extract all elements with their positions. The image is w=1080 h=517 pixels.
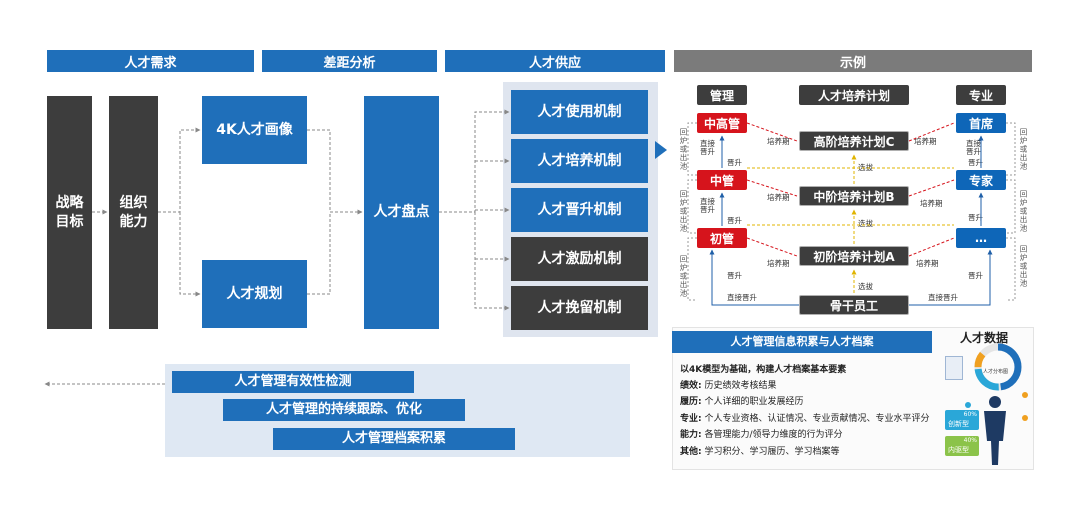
stat-label-driven: 内驱型	[948, 446, 969, 454]
bracket-left-3	[687, 237, 697, 301]
info-dots	[965, 392, 1028, 421]
promo-right-2: 晋升	[968, 213, 983, 222]
red-link-c-right	[908, 122, 955, 142]
chief: 首席	[956, 113, 1006, 133]
mechanism-training: 人才培养机制	[511, 139, 648, 183]
side-label-left-1: 回炉或出池	[679, 128, 688, 171]
talent-portrait-box: 4K人才画像	[202, 96, 307, 164]
mechanism-incentive: 人才激励机制	[511, 237, 648, 281]
archive-row-2: 专业: 个人专业资格、认证情况、专业贡献情况、专业水平评分	[680, 414, 930, 424]
red-link-b-right	[908, 179, 955, 197]
side-label-left-2: 回炉或出池	[679, 190, 688, 233]
promo-right-1: 晋升	[968, 158, 983, 167]
archive-row-1: 履历: 个人详细的职业发展经历	[680, 397, 804, 407]
archive-intro: 以4K模型为基础，构建人才档案基本要素	[680, 365, 847, 375]
talent-inventory-box: 人才盘点	[364, 96, 439, 329]
training-period-b-left: 培养期	[767, 193, 790, 202]
document-icon	[945, 356, 963, 380]
archive-data-title: 人才数据	[960, 331, 1009, 345]
training-period-b-right: 培养期	[920, 199, 943, 208]
direct-promo-left-1: 直接 晋升	[700, 139, 715, 157]
stat-pct-innovative: 60%	[963, 411, 977, 418]
header-gap-analysis: 差距分析	[262, 50, 437, 72]
stat-label-innovative: 创新型	[948, 420, 969, 428]
plan-c: 高阶培养计划C	[799, 131, 909, 151]
blue-up-left-3	[709, 249, 799, 306]
promo-right-3: 晋升	[968, 271, 983, 280]
direct-promotion-left: 直接晋升	[727, 293, 757, 302]
training-period-c-right: 培养期	[914, 137, 937, 146]
bracket-right-1	[1006, 122, 1016, 176]
arrow-to-usage	[439, 109, 510, 213]
bar-archive-accumulation: 人才管理档案积累	[273, 428, 515, 450]
side-label-left-3: 回炉或出池	[679, 255, 688, 298]
col-professional: 专业	[956, 85, 1006, 105]
person-icon	[984, 396, 1006, 465]
direct-promo-left-2: 直接 晋升	[700, 197, 715, 215]
mechanism-usage: 人才使用机制	[511, 90, 648, 134]
plan-b: 中阶培养计划B	[799, 186, 909, 206]
red-link-a-right	[908, 237, 955, 257]
col-training-plan: 人才培养计划	[799, 85, 909, 105]
arrow-org-planning	[179, 212, 201, 297]
side-label-right-1: 回炉或出池	[1019, 128, 1028, 171]
header-example: 示例	[674, 50, 1032, 72]
mechanism-promotion: 人才晋升机制	[511, 188, 648, 232]
red-link-a-left	[746, 237, 798, 257]
red-link-c-left	[746, 122, 798, 142]
stat-card-driven: 40% 内驱型	[945, 436, 979, 456]
archive-title: 人才管理信息积累与人才档案	[672, 331, 932, 353]
col-management: 管理	[697, 85, 747, 105]
direct-promo-right-1: 直接 晋升	[966, 139, 981, 157]
header-talent-supply: 人才供应	[445, 50, 665, 72]
arrow-org-portrait	[158, 127, 201, 213]
bracket-left-2	[687, 179, 697, 234]
org-capability-box: 组织 能力	[109, 96, 158, 329]
direct-promotion-right: 直接晋升	[928, 293, 958, 302]
bracket-left-1	[687, 122, 697, 176]
promo-left-3: 晋升	[727, 271, 742, 280]
archive-row-4: 其他: 学习积分、学习履历、学习档案等	[680, 447, 840, 457]
side-label-right-2: 回炉或出池	[1019, 190, 1028, 233]
bracket-right-3	[1006, 237, 1016, 301]
senior-manager: 中高管	[697, 113, 747, 133]
arrow-portrait-inventory	[307, 129, 363, 215]
middle-manager: 中管	[697, 170, 747, 190]
backbone-employee: 骨干员工	[799, 295, 909, 315]
training-period-c-left: 培养期	[767, 137, 790, 146]
bracket-right-2	[1006, 179, 1016, 234]
promo-left-1: 晋升	[727, 158, 742, 167]
donut-chart	[974, 343, 1022, 391]
blue-up-right-3	[909, 249, 993, 306]
promo-left-2: 晋升	[727, 216, 742, 225]
side-label-right-3: 回炉或出池	[1019, 245, 1028, 288]
training-period-a-left: 培养期	[767, 259, 790, 268]
bar-continuous-tracking: 人才管理的持续跟踪、优化	[223, 399, 465, 421]
archive-row-0: 绩效: 历史绩效考核结果	[680, 381, 777, 391]
bar-effectiveness-check: 人才管理有效性检测	[172, 371, 414, 393]
donut-label: 人才分布图	[983, 369, 1009, 375]
junior-manager: 初管	[697, 228, 747, 248]
header-talent-demand: 人才需求	[47, 50, 254, 72]
stat-card-innovative: 60% 创新型	[945, 410, 979, 430]
more-levels: …	[956, 228, 1006, 248]
plan-a: 初阶培养计划A	[799, 246, 909, 266]
chevron-right-icon	[655, 141, 667, 159]
talent-planning-box: 人才规划	[202, 260, 307, 328]
select-a: 选拔	[858, 282, 873, 291]
strategy-goal-box: 战略 目标	[47, 96, 92, 329]
stat-pct-driven: 40%	[963, 437, 977, 444]
select-b: 选拔	[858, 219, 873, 228]
mechanism-retention: 人才挽留机制	[511, 286, 648, 330]
training-period-a-right: 培养期	[916, 259, 939, 268]
arrow-to-retention	[474, 212, 510, 311]
select-c: 选拔	[858, 163, 873, 172]
arrow-planning-inventory	[307, 212, 331, 295]
red-link-b-left	[746, 179, 798, 197]
expert: 专家	[956, 170, 1006, 190]
archive-row-3: 能力: 各管理能力/领导力维度的行为评分	[680, 430, 843, 440]
